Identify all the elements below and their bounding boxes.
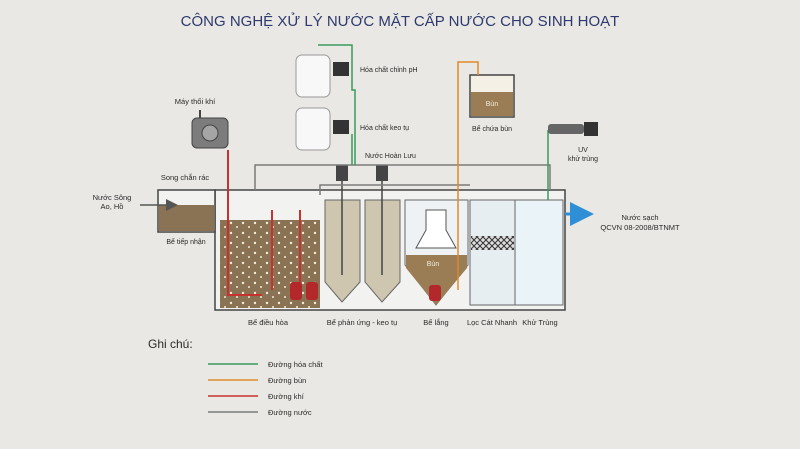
equalization-tank [220,220,320,308]
label-clean-water-std: QCVN 08-2008/BTNMT [600,223,680,232]
label-blower: Máy thổi khí [175,97,216,106]
legend-label-water: Đường nước [268,408,312,417]
mixer-icon [336,165,348,181]
pump-icon [306,282,318,300]
chemical-tank-coagulant [295,107,331,151]
label-recirc: Nước Hoàn Lưu [365,153,416,160]
legend-heading: Ghi chú: [148,337,193,351]
label-chem-coag: Hóa chất keo tụ [360,123,409,132]
label-receiving: Bể tiếp nhận [166,237,205,246]
label-settling-sludge: Bùn [427,261,440,268]
label-uv: UV [578,147,588,154]
legend-label-chemical: Đường hóa chất [268,360,323,369]
sand-filter [469,199,516,306]
dosing-pump-icon [333,62,349,76]
legend-label-sludge: Đường bùn [268,376,306,385]
label-reaction: Bể phản ứng - keo tụ [327,318,398,327]
label-sludge-word: Bùn [486,101,499,108]
filter-media [471,236,514,250]
diagram-title: CÔNG NGHỆ XỬ LÝ NƯỚC MẶT CẤP NƯỚC CHO SI… [181,12,620,30]
legend-label-air: Đường khí [268,392,305,401]
label-filter: Lọc Cát Nhanh [467,318,517,327]
label-equalization: Bể điều hòa [248,318,289,327]
label-chem-ph: Hóa chất chỉnh pH [360,65,418,74]
label-clean-water: Nước sạch [621,213,658,222]
legend: Ghi chú: Đường hóa chất Đường bùn Đường … [148,337,323,417]
label-settling: Bể lắng [423,318,448,327]
label-source-2: Ao, Hồ [101,202,124,211]
pump-icon [290,282,302,300]
settling-funnel-icon [415,209,457,249]
label-source: Nước Sông [93,193,132,202]
pump-icon [429,285,441,301]
uv-lamp-icon [548,124,584,134]
label-disinfect: Khử Trùng [522,318,557,327]
disinfection-tank [514,199,564,306]
label-screen: Song chắn rác [161,173,210,182]
label-sludge-tank: Bể chứa bùn [472,125,512,133]
dosing-pump-icon [333,120,349,134]
mixer-icon [376,165,388,181]
chemical-tank-ph [295,54,331,98]
label-uv-2: khử trùng [568,155,598,163]
